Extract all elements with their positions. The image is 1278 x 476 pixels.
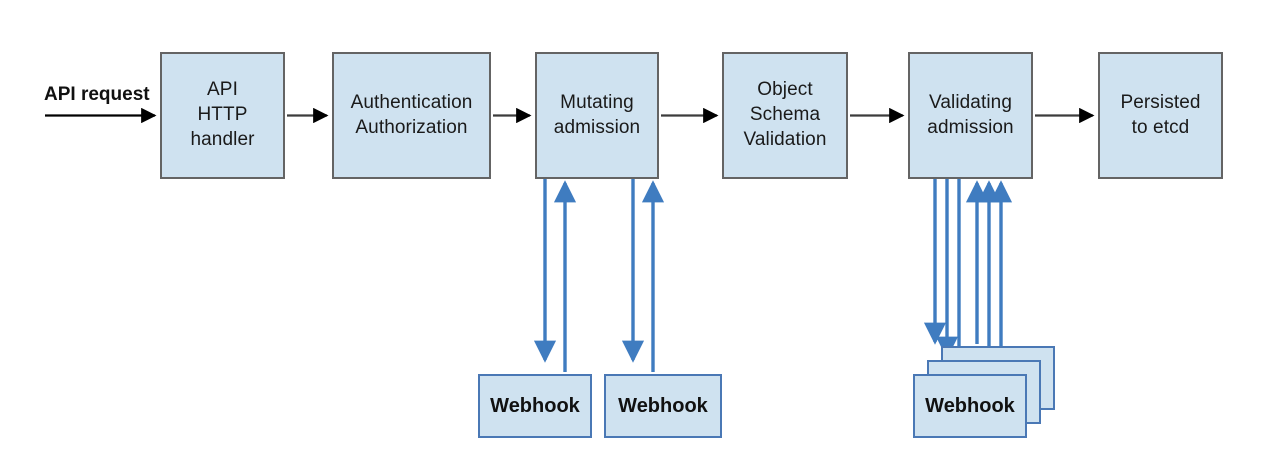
stage-label-object-schema-validation: Object Schema Validation <box>743 79 827 150</box>
stage-label-mutating-admission: Mutating admission <box>553 91 641 138</box>
stage-box-authentication-authorization[interactable]: Authentication Authorization <box>332 52 491 179</box>
stage-box-mutating-admission[interactable]: Mutating admission <box>535 52 659 179</box>
stage-box-validating-admission[interactable]: Validating admission <box>908 52 1033 179</box>
stage-label-validating-admission: Validating admission <box>927 91 1014 138</box>
webhook-label-validating: Webhook <box>925 394 1015 417</box>
webhook-box-mutating-2[interactable]: Webhook <box>604 374 722 438</box>
stage-label-authentication-authorization: Authentication Authorization <box>350 91 473 138</box>
stage-box-persisted-to-etcd[interactable]: Persisted to etcd <box>1098 52 1223 179</box>
stage-box-api-http-handler[interactable]: API HTTP handler <box>160 52 285 179</box>
webhook-box-mutating-1[interactable]: Webhook <box>478 374 592 438</box>
stage-label-api-http-handler: API HTTP handler <box>190 79 255 150</box>
webhook-label-mutating-2: Webhook <box>618 394 708 417</box>
webhook-label-mutating-1: Webhook <box>490 394 580 417</box>
stage-label-persisted-to-etcd: Persisted to etcd <box>1120 91 1201 138</box>
stage-box-object-schema-validation[interactable]: Object Schema Validation <box>722 52 848 179</box>
webhook-box-validating-stack-front[interactable]: Webhook <box>913 374 1027 438</box>
entry-label-api-request: API request <box>44 84 150 105</box>
